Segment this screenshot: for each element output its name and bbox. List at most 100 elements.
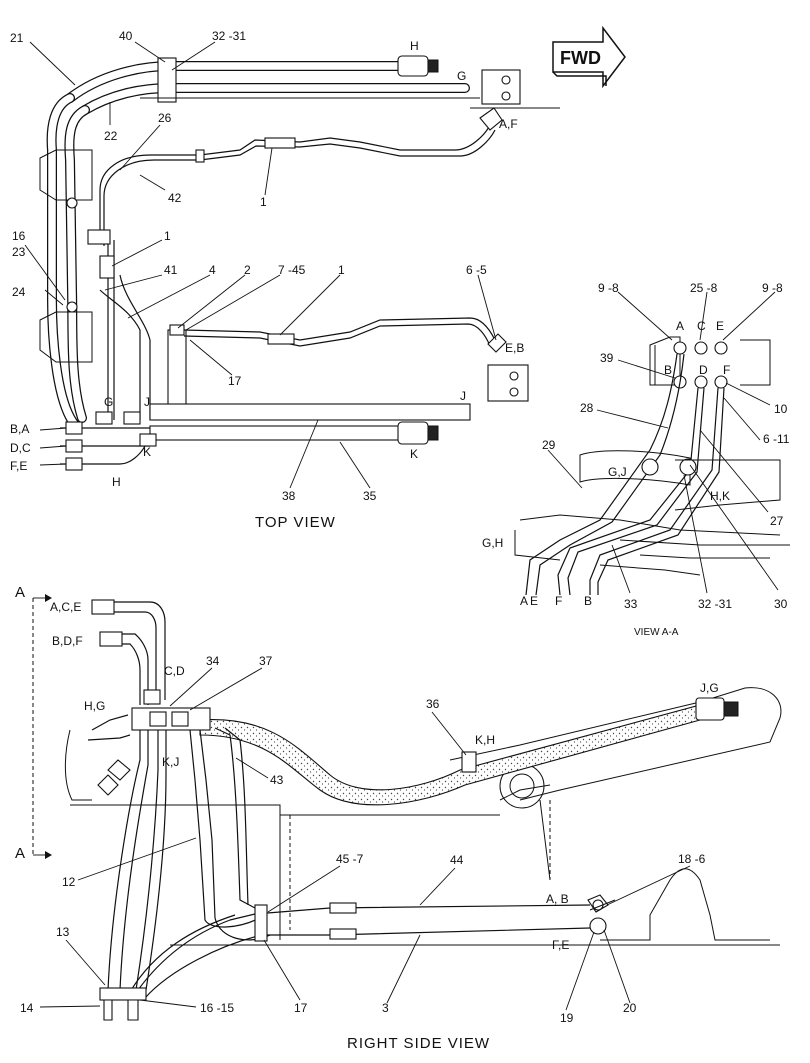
callout: 1	[338, 263, 345, 277]
callout: 29	[542, 438, 556, 452]
port-letter: F,E	[10, 459, 27, 473]
top-view-caption: TOP VIEW	[255, 514, 336, 531]
callout: 9 -8	[598, 281, 619, 295]
callout: 1	[164, 229, 171, 243]
callout: 28	[580, 401, 594, 415]
callout: 24	[12, 285, 26, 299]
port-letter: A	[520, 594, 528, 608]
section-view-callouts: 9 -8 25 -8 9 -8 39 10 28 6 -11 29 27 33 …	[542, 281, 790, 611]
port-letter: K	[143, 445, 151, 459]
callout: 34	[206, 654, 220, 668]
fitting-bottom	[99, 987, 147, 1001]
callout: 44	[450, 853, 464, 867]
port-letter: B	[584, 594, 592, 608]
callout: 42	[168, 191, 182, 205]
elbow-fitting-af	[479, 107, 503, 131]
section-view-leaders	[547, 291, 779, 594]
port-letter: B,A	[10, 422, 29, 436]
top-view-leaders	[24, 41, 497, 489]
callout: 36	[426, 697, 440, 711]
callout: 1	[260, 195, 267, 209]
callout: 18 -6	[678, 852, 706, 866]
callout: 16 -15	[200, 1001, 234, 1015]
port-letter: K,H	[475, 733, 495, 747]
callout: 9 -8	[762, 281, 783, 295]
callout: 16	[12, 229, 26, 243]
port-letter: J	[460, 389, 466, 403]
forward-direction-badge: FWD	[552, 25, 626, 89]
port-letter: D,C	[10, 441, 31, 455]
port-letter: G,J	[608, 465, 627, 479]
port-letter: J	[144, 395, 150, 409]
port-letter: A	[676, 319, 684, 333]
port-letter: A,C,E	[50, 600, 81, 614]
section-view-letters: A C E B D F G,J H,K G,H A E F B	[482, 319, 730, 608]
section-marker-top: A	[15, 584, 25, 601]
port-letter: F,E	[552, 938, 569, 952]
port-letter: K	[410, 447, 418, 461]
port-letter: F	[555, 594, 562, 608]
callout: 17	[228, 374, 242, 388]
callout: 22	[104, 129, 118, 143]
side-view-leaders	[39, 667, 691, 1011]
callout: 27	[770, 514, 784, 528]
callout: 40	[119, 29, 133, 43]
port-letter: H	[112, 475, 121, 489]
port-letter: E,B	[505, 341, 524, 355]
valve-block-top	[481, 69, 521, 105]
side-view: A A	[15, 584, 782, 1021]
top-view-callouts: 21 40 32 -31 22 26 42 1 1 16 23 24 41 4 …	[10, 29, 487, 503]
top-view-letters: H G A,F E,B G J J K K H B,A D,C F,E	[10, 39, 524, 489]
callout: 21	[10, 31, 24, 45]
port-letter: G,H	[482, 536, 503, 550]
valve-block-lower	[487, 364, 529, 402]
section-marker-bottom: A	[15, 845, 25, 862]
section-view-caption: VIEW A-A	[634, 627, 679, 638]
port-letter: J,G	[700, 681, 719, 695]
coupler-jg	[695, 697, 725, 721]
quick-coupler-h	[397, 55, 429, 77]
callout: 39	[600, 351, 614, 365]
callout: 43	[270, 773, 284, 787]
hose-clamp	[157, 57, 177, 103]
manifold-block	[131, 707, 211, 731]
port-letter: K,J	[162, 755, 179, 769]
callout: 14	[20, 1001, 34, 1015]
callout: 10	[774, 402, 788, 416]
callout: 37	[259, 654, 273, 668]
callout: 33	[624, 597, 638, 611]
callout: 7 -45	[278, 263, 306, 277]
port-letter: B	[664, 363, 672, 377]
port-letter: G	[457, 69, 466, 83]
fwd-label: FWD	[560, 48, 601, 68]
side-view-callouts: 34 37 36 43 12 45 -7 44 18 -6 13 14 16 -…	[20, 654, 706, 1025]
callout: 6 -5	[466, 263, 487, 277]
port-letter: H,G	[84, 699, 105, 713]
callout: 23	[12, 245, 26, 259]
port-letter: D	[699, 363, 708, 377]
callout: 32 -31	[212, 29, 246, 43]
callout: 45 -7	[336, 852, 364, 866]
callout: 4	[209, 263, 216, 277]
fitting-bdf	[99, 631, 123, 647]
callout: 25 -8	[690, 281, 718, 295]
callout: 20	[623, 1001, 637, 1015]
port-letter: F	[723, 363, 730, 377]
clamp-17	[254, 904, 268, 942]
callout: 35	[363, 489, 377, 503]
fitting-ace	[91, 599, 115, 615]
port-letter: E	[530, 594, 538, 608]
hose-collar	[461, 751, 477, 773]
callout: 17	[294, 1001, 308, 1015]
callout: 2	[244, 263, 251, 277]
top-view	[39, 55, 560, 471]
quick-coupler-k	[397, 421, 429, 445]
port-letter: B,D,F	[52, 634, 83, 648]
port-letter: A,F	[499, 117, 518, 131]
port-letter: A, B	[546, 892, 569, 906]
callout: 6 -11	[763, 432, 790, 446]
side-view-caption: RIGHT SIDE VIEW	[347, 1035, 490, 1052]
callout: 32 -31	[698, 597, 732, 611]
callout: 41	[164, 263, 178, 277]
